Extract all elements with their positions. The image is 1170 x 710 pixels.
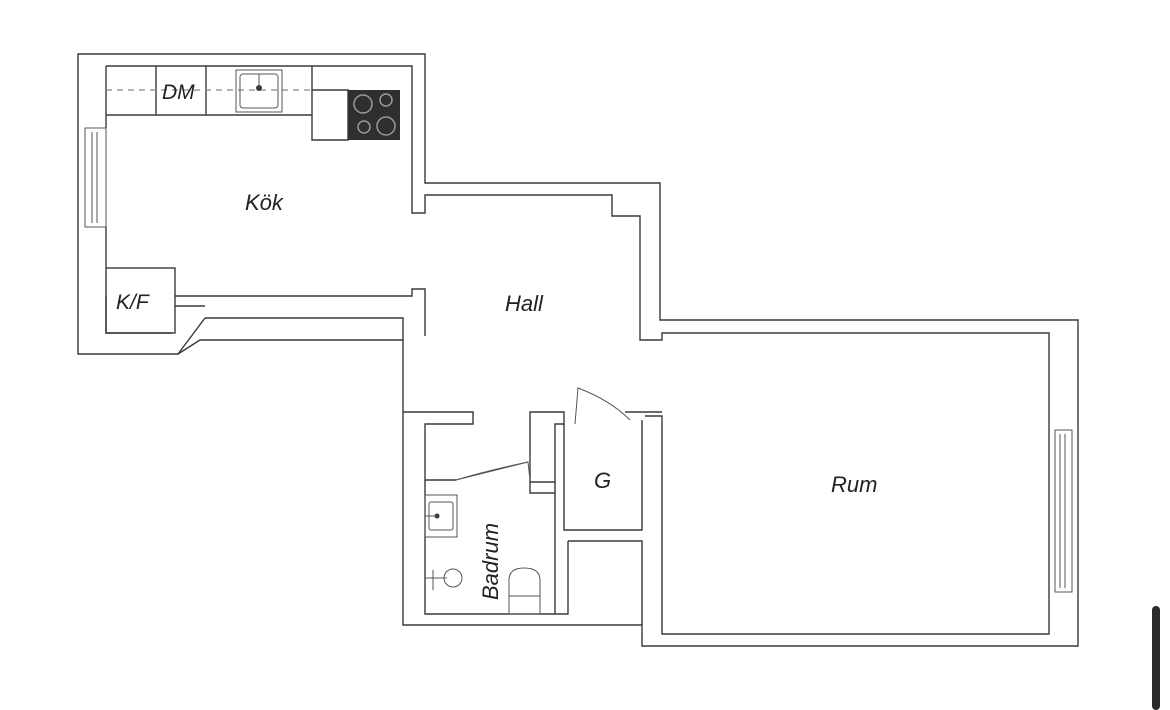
toilet-icon	[508, 567, 541, 615]
scrollbar[interactable]	[1152, 606, 1160, 710]
kitchen-label: Kök	[245, 190, 284, 215]
bathroom-door	[455, 461, 531, 481]
kitchen-window	[84, 127, 107, 228]
shower-icon	[425, 568, 463, 590]
bathroom-label: Badrum	[478, 523, 503, 600]
outer-walls	[77, 53, 1079, 647]
living-room-label: Rum	[831, 472, 877, 497]
kitchen-counter	[106, 66, 349, 141]
hall-label: Hall	[505, 291, 544, 316]
wardrobe-label: G	[594, 468, 611, 493]
dishwasher-label: DM	[162, 81, 195, 104]
washbasin-icon	[424, 494, 458, 538]
fridge-freezer	[105, 267, 176, 334]
sink-icon	[235, 69, 283, 113]
bathroom-walls	[403, 411, 662, 625]
wardrobe-door	[574, 387, 631, 425]
fridge-freezer-label: K/F	[116, 291, 150, 314]
living-room-window	[1054, 429, 1073, 593]
stove-icon	[348, 90, 400, 140]
